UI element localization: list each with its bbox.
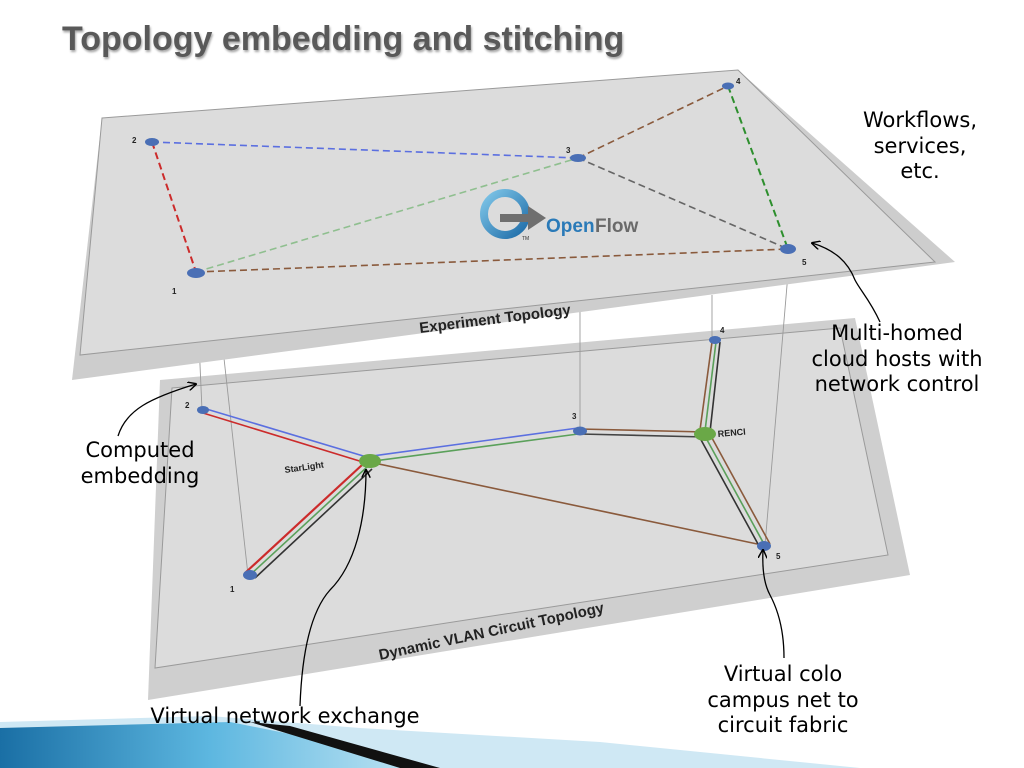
link-u2-u3 [151,141,579,159]
upper-node-2 [145,138,159,146]
arrow-exchange [299,470,366,707]
lower-node-label-3: 3 [572,412,577,421]
link-starlight-l3-green [373,433,579,462]
openflow-logo-tm: TM [522,236,529,242]
upper-links [151,85,789,273]
annotation-multihomed-line1: Multi-homed [831,321,963,345]
upper-node-4 [722,82,734,90]
upper-node-label-1: 1 [172,287,177,296]
annotation-workflows: Workflows, services, etc. [840,108,1000,185]
link-renci-l5-green [705,437,765,545]
annotation-virtual-network-exchange: Virtual network exchange [120,704,450,730]
annotation-colo-line1: Virtual colo [723,662,843,686]
link-u4-u5 [727,85,789,250]
lower-node-label-5: 5 [776,552,781,561]
lower-node-label-1: 1 [230,585,235,594]
link-l2-starlight-red [202,412,367,464]
starlight-node [359,454,381,468]
annotation-computed-line2: embedding [80,463,200,488]
lower-node-3 [573,426,587,436]
upper-node-1 [187,268,205,278]
slide-title: Topology embedding and stitching [62,20,625,58]
link-u2-u1 [151,141,197,273]
annotation-workflows-line1: Workflows, [862,108,978,132]
upper-nodes: 2 1 3 4 5 [132,77,807,296]
lower-node-4 [709,336,721,344]
arrow-colo [763,550,785,659]
annotation-virtual-colo: Virtual colo campus net to circuit fabri… [688,662,878,739]
annotation-workflows-line3: etc. [900,159,940,184]
lower-node-label-4: 4 [720,326,725,335]
upper-node-label-3: 3 [566,146,571,155]
link-l1-starlight-dark [254,468,373,579]
annotation-arrows [117,243,881,707]
openflow-logo-word-open: Open [546,216,595,237]
renci-node [694,427,716,441]
link-starlight-l5-brown [373,462,763,546]
link-u3-u4 [577,85,729,159]
link-l2-starlight-blue [202,407,371,459]
openflow-logo-word-flow: Flow [595,216,638,237]
link-u1-u3 [195,157,579,273]
annotation-computed-line1: Computed [85,438,195,462]
lower-node-1 [243,570,257,580]
link-renci-l4-dark [709,341,721,433]
upper-node-label-4: 4 [736,77,741,86]
lower-plane [148,318,910,700]
link-renci-l4-green [704,341,717,432]
annotation-multihomed: Multi-homed cloud hosts with network con… [792,321,1002,398]
link-l3-renci-brown [579,428,706,433]
arrow-multihomed [812,243,881,323]
link-l1-starlight-green [249,466,368,576]
upper-node-label-5: 5 [802,258,807,267]
annotation-exchange-line1: Virtual network exchange [150,704,420,728]
openflow-logo: Open Flow TM [480,189,638,242]
annotation-colo-line2: campus net to [707,687,859,712]
link-l3-renci-dark [579,433,706,438]
arrow-computed [117,384,196,437]
annotation-multihomed-line2: cloud hosts with [811,346,983,371]
upper-node-5 [780,244,796,254]
upper-node-label-2: 2 [132,136,137,145]
annotation-multihomed-line3: network control [814,372,980,397]
link-renci-l5-brown [711,437,771,545]
link-u3-u5 [577,157,789,250]
link-l1-starlight-red [244,464,363,574]
footer-wave [0,716,860,768]
link-starlight-l3-blue [371,427,579,457]
annotation-computed-embedding: Computed embedding [60,438,220,489]
lower-node-2 [197,406,209,414]
link-renci-l5-dark [699,437,759,545]
lower-links [202,341,771,579]
upper-node-3 [570,154,586,162]
annotation-workflows-line2: services, [873,133,967,158]
lower-node-label-2: 2 [185,401,190,410]
annotation-colo-line3: circuit fabric [717,713,849,738]
renci-label: RENCI [717,427,746,439]
lower-node-5 [757,541,771,551]
link-renci-l4-brown [699,341,713,431]
